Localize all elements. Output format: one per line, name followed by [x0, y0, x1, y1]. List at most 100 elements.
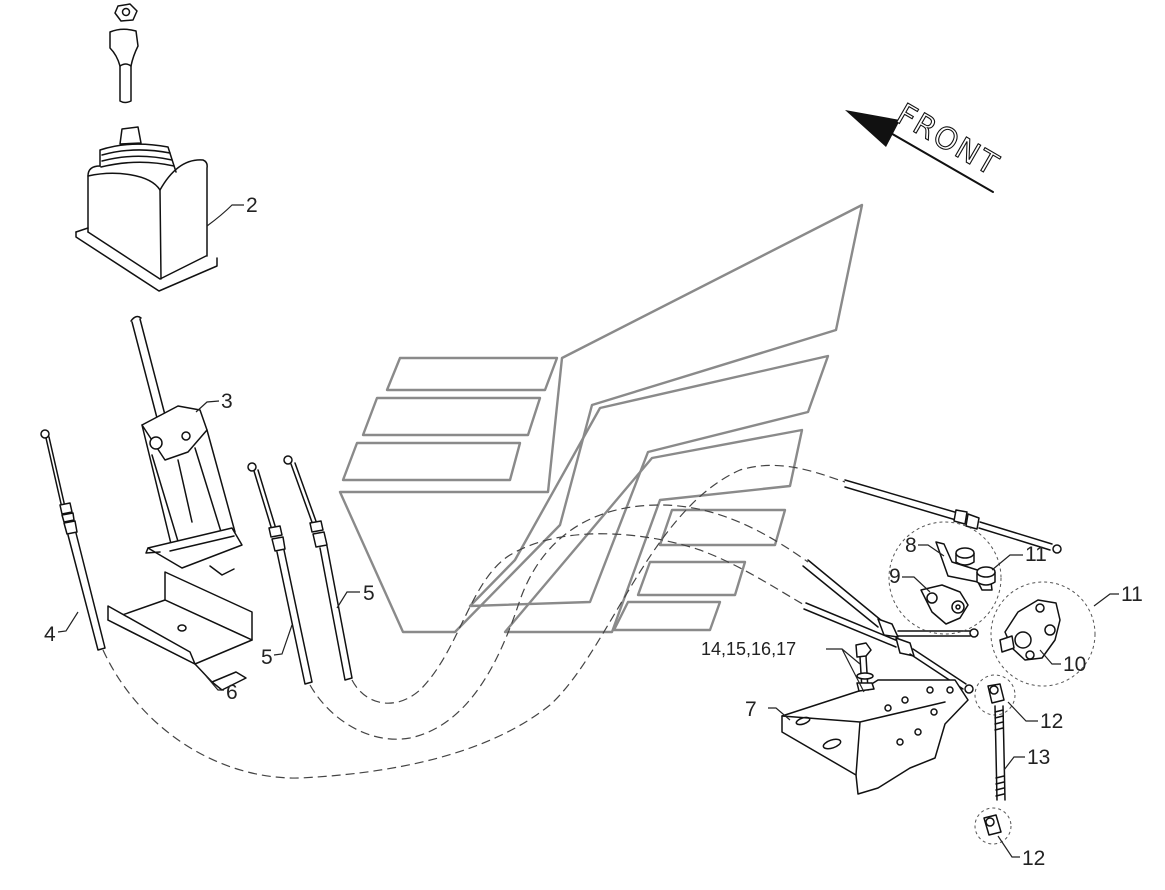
shifter-pivot-left [149, 436, 163, 450]
boot-bellows-ridge-3 [100, 161, 175, 168]
boot-top-collar [119, 126, 142, 145]
cable-5b-nut-2 [312, 531, 328, 548]
cable-5b-nut-1 [309, 520, 324, 533]
plate-hole-4 [914, 728, 922, 736]
bracket-tab [211, 671, 247, 691]
callout-11-right: 11 [1121, 583, 1143, 606]
plate-hole-5 [946, 686, 954, 694]
leader-4 [57, 611, 79, 633]
shifter-base [147, 527, 243, 569]
leader-7 [768, 707, 791, 721]
cable-5a-rod [253, 469, 277, 531]
part-10-stud [999, 635, 1015, 653]
callout-10: 10 [1063, 653, 1086, 676]
shifter-knuckle [141, 405, 208, 461]
watermark-logo [338, 203, 864, 634]
detail-ring-8-9 [888, 521, 1002, 635]
logo-bar-3 [341, 441, 522, 482]
boot-flange-outer [75, 231, 218, 292]
logo-small-bar-1 [658, 508, 787, 547]
leader-12-lower [997, 835, 1020, 858]
callout-14-17: 14,15,16,17 [701, 639, 796, 659]
cable-r1-eye [1052, 544, 1062, 554]
rod-13-thread-bottom [995, 775, 1005, 797]
shift-handle-collar [119, 63, 132, 67]
cable-4-eye [40, 429, 50, 439]
ball-joint-lower-eye [985, 817, 995, 827]
part-10-hole-top [1035, 603, 1045, 613]
front-arrow-head [845, 110, 900, 147]
shifter-side-left [141, 424, 181, 549]
cable-r2-rod [897, 630, 971, 637]
shifter-rod-cap [130, 315, 142, 322]
plate-hole-3 [930, 708, 938, 716]
front-direction-indicator: FRONT [845, 97, 1006, 193]
shift-cable-middle-right: 5 [283, 455, 375, 681]
part-10-hole-right [1044, 624, 1056, 636]
plate-hole-6 [926, 686, 934, 694]
callout-3: 3 [221, 390, 233, 413]
bolt-nut [856, 682, 875, 692]
cable-5a-nut-2 [271, 536, 286, 552]
shifter-foot-tabs [145, 547, 235, 576]
leader-5-right [336, 591, 360, 609]
part-9-bore [955, 604, 961, 610]
cable-5b-rod [290, 462, 318, 526]
cable-route-left [102, 464, 846, 779]
leader-10 [1039, 649, 1061, 665]
cable-5a-nut-1 [268, 525, 283, 538]
cable-r1-rod [978, 521, 1053, 551]
bracket-hole [177, 624, 187, 632]
linkage-rod-group: 12 13 12 [974, 674, 1063, 870]
boot-bellows-ridge-2 [101, 155, 173, 162]
cable-route-middle [309, 504, 809, 740]
plate-outline [781, 679, 969, 795]
leader-11-upper [991, 554, 1023, 571]
leader-2 [206, 204, 244, 227]
cable-ends-right [802, 479, 1062, 694]
shift-cable-left: 4 [40, 429, 106, 651]
callout-13: 13 [1027, 746, 1050, 769]
leader-9 [902, 576, 931, 593]
detail-ring-10-11 [990, 581, 1096, 687]
cable-4-rod [45, 436, 66, 509]
cable-route-right [351, 533, 807, 704]
boot-flange-inner [75, 227, 207, 280]
part-11-mount-top [976, 566, 996, 578]
detail-ring-12-lower [974, 807, 1012, 845]
shifter-assembly: 3 [130, 315, 243, 576]
bolt-washer [856, 672, 874, 680]
lever-assembly-group: 11 10 [990, 581, 1143, 687]
shifter-lever-rod [131, 318, 166, 419]
cable-4-nut-1 [59, 502, 73, 515]
cable-5a-eye [247, 462, 257, 472]
knob-nut-bore [121, 7, 131, 17]
callout-9: 9 [889, 565, 901, 588]
leader-11-right [1093, 593, 1119, 607]
rod-13-thread-top [994, 709, 1004, 731]
shifter-base-fold [169, 535, 235, 552]
cable-r3-eye [964, 684, 974, 694]
logo-bar-2 [361, 396, 542, 437]
cable-5b-eye [283, 455, 293, 465]
callout-8: 8 [905, 534, 917, 557]
knob-nut-hex [114, 3, 138, 22]
leader-3 [195, 400, 220, 413]
part-10-ball [1014, 631, 1032, 649]
plate-slot-2 [822, 738, 842, 750]
plate-slot-1 [795, 716, 811, 726]
cable-r3-sheath [803, 602, 899, 648]
front-arrow-shaft [881, 127, 994, 193]
knob-nut [114, 3, 138, 22]
leader-12-upper [1007, 701, 1038, 722]
shift-boot: 2 [75, 126, 258, 292]
part-8-mount-top [955, 547, 975, 559]
leader-6 [205, 675, 224, 691]
cable-4-nut-2 [61, 512, 75, 523]
cable-5a-sheath [276, 549, 313, 685]
part-10-hole-bottom [1025, 650, 1035, 660]
front-label: FRONT [890, 97, 1005, 184]
plate-fold [781, 701, 946, 776]
callout-6: 6 [226, 681, 238, 704]
